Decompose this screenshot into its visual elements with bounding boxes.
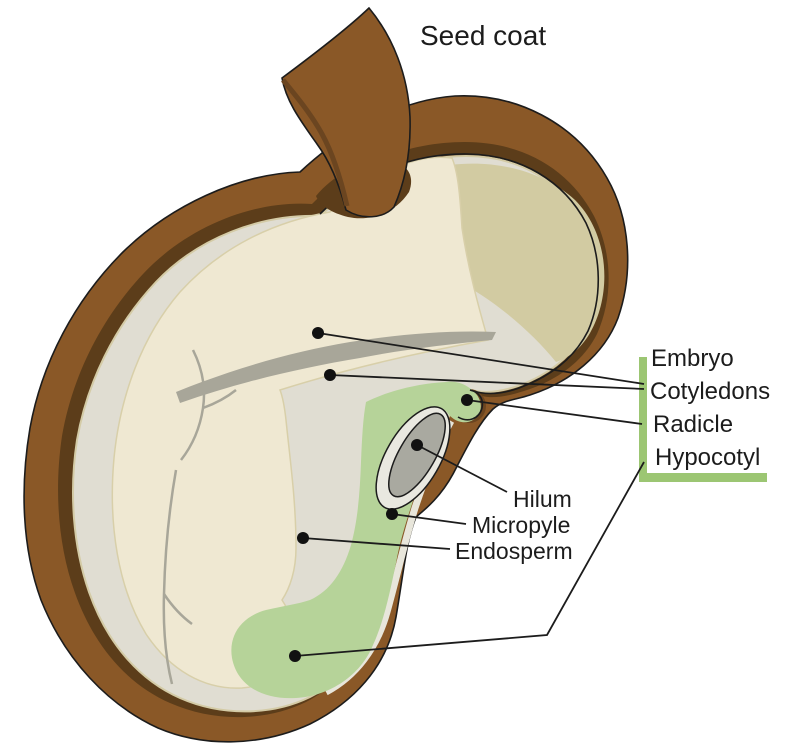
flap-underside-shade (281, 78, 350, 207)
marker-dot-hypocotyl (289, 650, 301, 662)
label-radicle: Radicle (653, 411, 733, 438)
leader-line-radicle (466, 399, 643, 425)
leader-line-endosperm (302, 537, 451, 550)
leader-line-cotyledons-1 (317, 332, 645, 385)
embryo-bracket-horizontal (639, 473, 767, 482)
cotyledon-cream-region (111, 156, 489, 689)
leader-line-micropyle (391, 513, 467, 525)
marker-dot-micropyle (386, 508, 398, 520)
label-cotyledons: Cotyledons (650, 378, 770, 405)
marker-dot-endosperm (297, 532, 309, 544)
label-seed-coat: Seed coat (420, 20, 546, 51)
cotyledon-crease (176, 331, 496, 403)
label-endosperm: Endosperm (455, 538, 573, 564)
label-micropyle: Micropyle (472, 512, 570, 538)
marker-dot-cotyledon-1 (312, 327, 324, 339)
marker-dot-hilum (411, 439, 423, 451)
embryo-bracket-vertical (639, 357, 647, 482)
leader-line-cotyledons-2 (329, 374, 645, 390)
crease-line-2 (202, 389, 237, 410)
hilum-inner (388, 412, 446, 498)
marker-dot-cotyledon-2 (324, 369, 336, 381)
label-embryo: Embryo (651, 345, 734, 372)
label-hypocotyl: Hypocotyl (655, 444, 760, 471)
crease-line-3 (162, 469, 178, 685)
label-hilum: Hilum (513, 486, 572, 512)
marker-dot-radicle (461, 394, 473, 406)
leader-line-hypocotyl (294, 461, 645, 657)
leader-line-hilum (416, 444, 508, 493)
interior-cut-edge (319, 153, 600, 421)
crease-line-4 (162, 593, 193, 626)
seed-coat-flap (281, 6, 411, 218)
